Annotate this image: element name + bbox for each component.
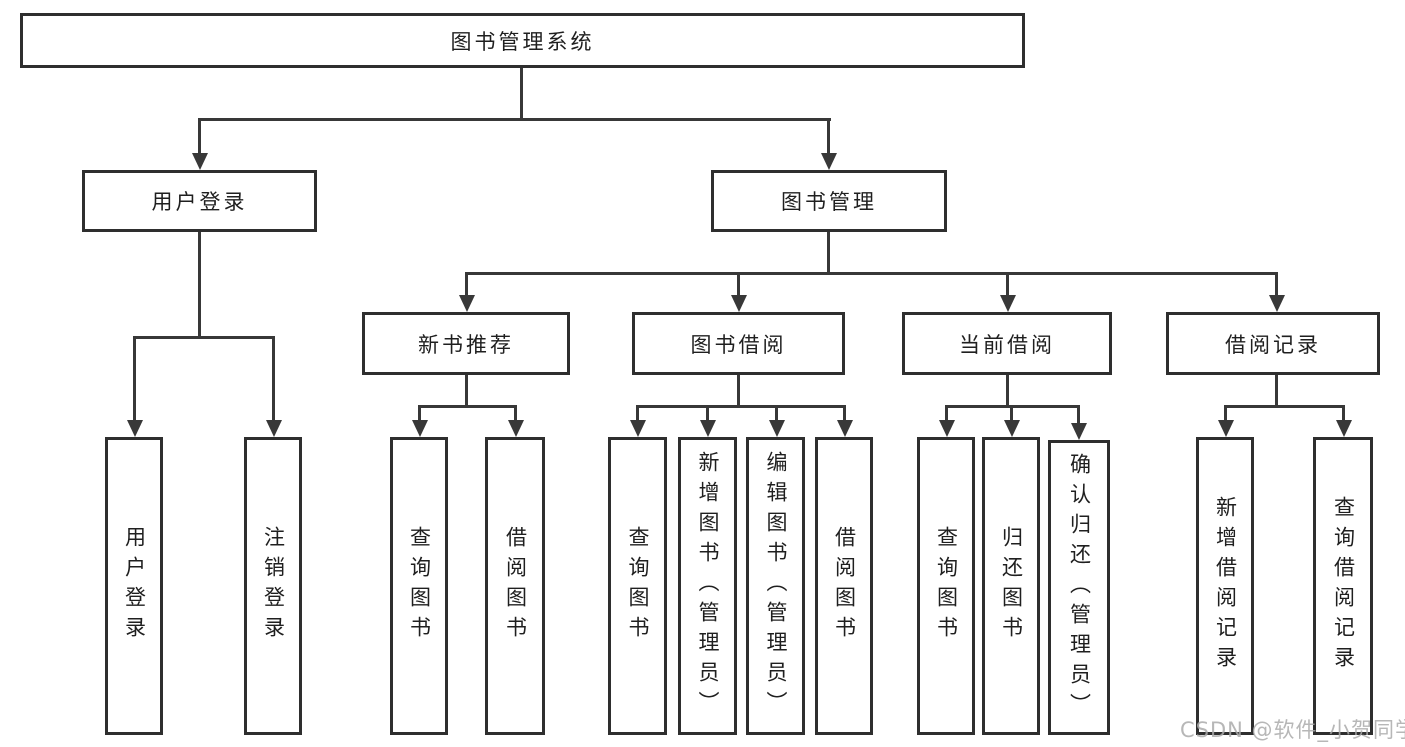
arrow-to-borrowing-query: [630, 420, 646, 437]
node-user-login-leaf-label: 用户登录: [122, 526, 147, 646]
node-current-query-books: 查询图书: [917, 437, 975, 735]
node-logout-label: 注销登录: [261, 526, 286, 646]
arrow-to-recommend-borrow: [508, 420, 524, 437]
connector-borrowing-drop: [737, 375, 740, 405]
connector-stem-book-borrowing: [737, 272, 740, 298]
node-borrowing-query-books: 查询图书: [608, 437, 667, 735]
node-query-borrow-record-label: 查询借阅记录: [1331, 496, 1356, 676]
arrow-to-current-borrowing: [1000, 295, 1016, 312]
connector-recommend-branch: [418, 405, 517, 408]
connector-stem-borrowing-borrow: [843, 405, 846, 423]
arrow-to-current-return: [1004, 420, 1020, 437]
arrow-to-login-leaf: [127, 420, 143, 437]
connector-stem-current-query: [945, 405, 948, 423]
node-add-books-admin: 新增图书（管理员）: [678, 437, 737, 735]
node-query-borrow-record: 查询借阅记录: [1313, 437, 1373, 735]
connector-user-login-branch: [133, 336, 275, 339]
node-edit-books-admin-label: 编辑图书（管理员）: [764, 451, 788, 721]
arrow-to-borrowing-records: [1269, 295, 1285, 312]
arrow-to-records-add: [1218, 420, 1234, 437]
connector-user-login-drop: [198, 232, 201, 336]
connector-stem-borrowing-add: [706, 405, 709, 423]
node-recommend-query-books-label: 查询图书: [407, 526, 432, 646]
node-book-management: 图书管理: [711, 170, 947, 232]
node-library-management-system: 图书管理系统: [20, 13, 1025, 68]
node-add-borrow-record-label: 新增借阅记录: [1213, 496, 1238, 676]
node-book-borrowing: 图书借阅: [632, 312, 845, 375]
connector-stem-borrowing-query: [636, 405, 639, 423]
connector-stem-borrowing-edit: [775, 405, 778, 423]
node-current-borrowing: 当前借阅: [902, 312, 1112, 375]
node-return-books-label: 归还图书: [999, 526, 1024, 646]
arrow-to-book-borrowing: [731, 295, 747, 312]
node-user-login: 用户登录: [82, 170, 317, 232]
connector-current-drop: [1006, 375, 1009, 405]
node-confirm-return-admin: 确认归还（管理员）: [1048, 440, 1110, 735]
connector-records-drop: [1275, 375, 1278, 405]
node-recommend-borrow-books-label: 借阅图书: [503, 526, 528, 646]
node-edit-books-admin: 编辑图书（管理员）: [746, 437, 805, 735]
node-borrowing-query-books-label: 查询图书: [626, 526, 650, 646]
connector-stem-current-confirm: [1077, 405, 1080, 425]
connector-stem-current-return: [1010, 405, 1013, 423]
node-borrowing-records: 借阅记录: [1166, 312, 1380, 375]
node-new-book-recommend: 新书推荐: [362, 312, 570, 375]
connector-stem-login-leaf: [133, 336, 136, 423]
connector-stem-recommend-query: [418, 405, 421, 423]
connector-stem-records-add: [1224, 405, 1227, 423]
connector-stem-records-query: [1342, 405, 1345, 423]
arrow-to-borrowing-edit: [769, 420, 785, 437]
arrow-to-book-management: [821, 153, 837, 170]
connector-borrowing-branch: [636, 405, 846, 408]
connector-stem-logout-leaf: [272, 336, 275, 423]
arrow-to-new-book-recommend: [459, 295, 475, 312]
arrow-to-borrowing-borrow: [837, 420, 853, 437]
watermark-text: CSDN @软件_小贺同学: [1180, 718, 1405, 742]
node-borrow-books: 借阅图书: [815, 437, 873, 735]
node-logout: 注销登录: [244, 437, 302, 735]
arrow-to-borrowing-add: [700, 420, 716, 437]
node-recommend-borrow-books: 借阅图书: [485, 437, 545, 735]
connector-stem-book-management: [827, 118, 830, 158]
node-borrow-books-label: 借阅图书: [832, 526, 857, 646]
connector-recommend-drop: [465, 375, 468, 405]
node-add-borrow-record: 新增借阅记录: [1196, 437, 1254, 735]
node-user-login-leaf: 用户登录: [105, 437, 163, 735]
connector-book-management-drop: [827, 232, 830, 272]
connector-root-drop: [520, 68, 523, 118]
connector-root-branch: [198, 118, 831, 121]
connector-stem-recommend-borrow: [514, 405, 517, 423]
node-recommend-query-books: 查询图书: [390, 437, 448, 735]
arrow-to-current-query: [939, 420, 955, 437]
arrow-to-logout-leaf: [266, 420, 282, 437]
connector-stem-borrowing-records: [1275, 272, 1278, 298]
connector-stem-current-borrowing: [1006, 272, 1009, 298]
arrow-to-records-query: [1336, 420, 1352, 437]
arrow-to-current-confirm: [1071, 423, 1087, 440]
arrow-to-user-login: [192, 153, 208, 170]
connector-stem-user-login: [198, 118, 201, 158]
node-add-books-admin-label: 新增图书（管理员）: [696, 451, 720, 721]
node-confirm-return-admin-label: 确认归还（管理员）: [1067, 452, 1092, 723]
connector-stem-new-book-recommend: [465, 272, 468, 298]
node-current-query-books-label: 查询图书: [934, 526, 959, 646]
arrow-to-recommend-query: [412, 420, 428, 437]
connector-book-management-branch: [465, 272, 1278, 275]
connector-records-branch: [1224, 405, 1345, 408]
node-return-books: 归还图书: [982, 437, 1040, 735]
